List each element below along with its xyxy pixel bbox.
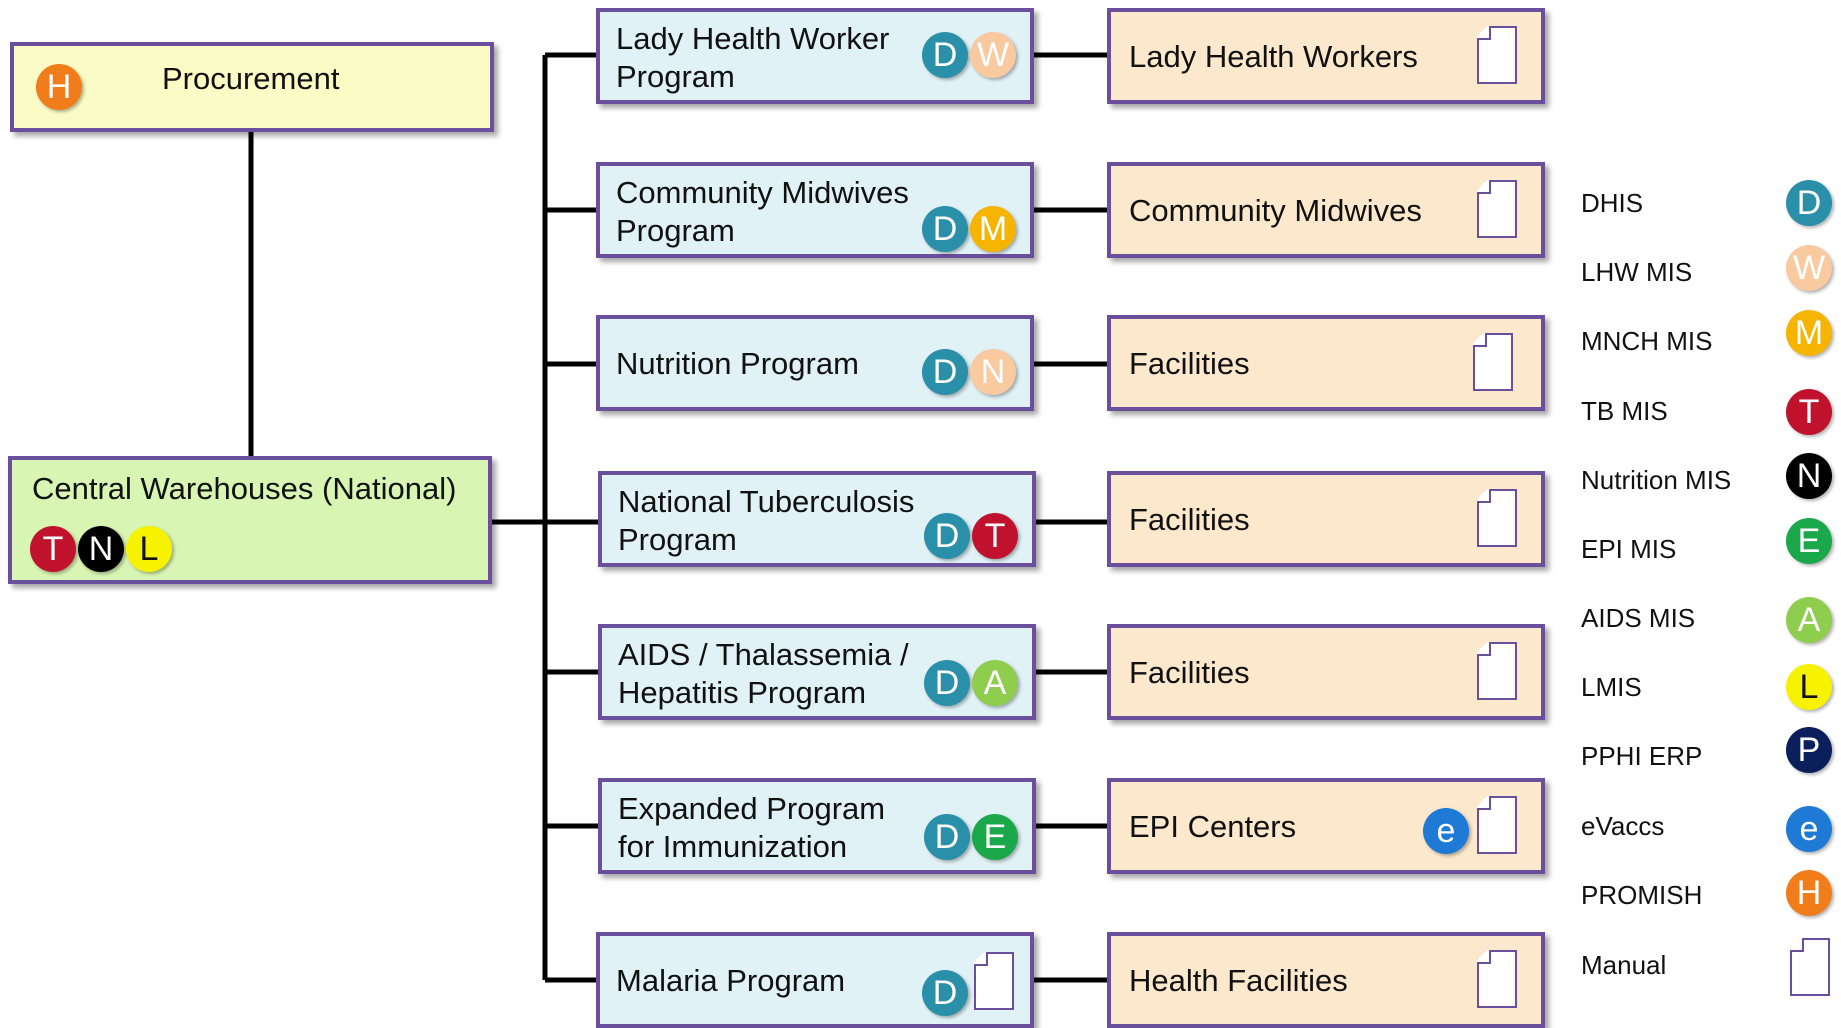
lmis-badge: L (126, 526, 172, 572)
legend-label: EPI MIS (1581, 534, 1677, 564)
manual-document-icon (1477, 950, 1517, 1008)
lmis-legend-badge: L (1786, 664, 1832, 710)
legend-label: LMIS (1581, 672, 1642, 702)
endpoint-box-epi: EPI Centers e (1107, 778, 1545, 874)
endpoint-label: EPI Centers (1129, 809, 1297, 844)
lhw-mis-legend-badge: W (1786, 245, 1832, 291)
manual-document-icon (1477, 642, 1517, 700)
procurement-box: H Procurement (10, 42, 494, 132)
procurement-label: Procurement (162, 61, 340, 96)
endpoint-label: Lady Health Workers (1129, 39, 1418, 74)
program-label: Malaria Program (616, 963, 846, 998)
endpoint-box-aids: Facilities (1107, 624, 1545, 720)
endpoint-box-lhw: Lady Health Workers (1107, 8, 1545, 104)
promish-legend-badge: H (1786, 870, 1832, 916)
program-box-malaria: Malaria Program D (596, 932, 1034, 1028)
dhis-badge: D (922, 206, 968, 252)
legend-label: eVaccs (1581, 811, 1665, 841)
program-box-nutrition: Nutrition Program D N (596, 315, 1034, 411)
manual-document-icon (1477, 796, 1517, 854)
program-label: Community Midwives Program (616, 175, 909, 248)
warehouse-label: Central Warehouses (National) (32, 471, 457, 506)
legend-label: Manual (1581, 950, 1667, 980)
endpoint-label: Facilities (1129, 502, 1250, 537)
legend-label: TB MIS (1581, 396, 1668, 426)
program-box-epi: Expanded Program for Immunization D E (598, 778, 1036, 874)
pphi-erp-legend-badge: P (1786, 727, 1832, 773)
manual-document-icon (974, 952, 1014, 1010)
epi-mis-badge: E (972, 814, 1018, 860)
evaccs-legend-badge: e (1786, 806, 1832, 852)
legend-label: PPHI ERP (1581, 741, 1703, 771)
legend-label: LHW MIS (1581, 257, 1693, 287)
program-label: AIDS / Thalassemia / Hepatitis Program (618, 637, 909, 710)
nutrition-mis-badge: N (970, 349, 1016, 395)
program-label: Lady Health Worker Program (616, 21, 890, 94)
promish-badge: H (36, 64, 82, 110)
legend-label: Nutrition MIS (1581, 465, 1732, 495)
endpoint-label: Facilities (1129, 346, 1250, 381)
endpoint-box-malaria: Health Facilities (1107, 932, 1545, 1028)
endpoint-label: Health Facilities (1129, 963, 1348, 998)
program-box-tb: National Tuberculosis Program D T (598, 471, 1036, 567)
program-box-lhw: Lady Health Worker Program D W (596, 8, 1034, 104)
legend-label: DHIS (1581, 188, 1644, 218)
program-box-aids: AIDS / Thalassemia / Hepatitis Program D… (598, 624, 1036, 720)
mnch-mis-legend-badge: M (1786, 310, 1832, 356)
dhis-badge: D (922, 32, 968, 78)
dhis-badge: D (924, 513, 970, 559)
tb-mis-badge: T (972, 513, 1018, 559)
dhis-badge: D (924, 660, 970, 706)
endpoint-label: Facilities (1129, 655, 1250, 690)
tb-mis-badge: T (30, 526, 76, 572)
legend-label: AIDS MIS (1581, 603, 1696, 633)
manual-document-icon (1477, 26, 1517, 84)
manual-legend-document-icon (1790, 938, 1830, 996)
aids-mis-legend-badge: A (1786, 597, 1832, 643)
dhis-badge: D (922, 349, 968, 395)
program-label: Expanded Program for Immunization (618, 791, 886, 864)
nutrition-mis-legend-badge: N (1786, 453, 1832, 499)
warehouse-box: Central Warehouses (National) T N L (8, 456, 492, 584)
dhis-badge: D (922, 970, 968, 1016)
evaccs-badge: e (1423, 808, 1469, 854)
aids-mis-badge: A (972, 660, 1018, 706)
endpoint-box-tb: Facilities (1107, 471, 1545, 567)
manual-document-icon (1477, 180, 1517, 238)
tb-mis-legend-badge: T (1786, 389, 1832, 435)
lhw-mis-badge: W (970, 32, 1016, 78)
legend-label: PROMISH (1581, 880, 1703, 910)
epi-mis-legend-badge: E (1786, 518, 1832, 564)
program-box-cmw: Community Midwives Program D M (596, 162, 1034, 258)
program-label: National Tuberculosis Program (618, 484, 915, 557)
manual-document-icon (1473, 333, 1513, 391)
program-label: Nutrition Program (616, 346, 859, 381)
endpoint-box-nutrition: Facilities (1107, 315, 1545, 411)
manual-document-icon (1477, 489, 1517, 547)
dhis-legend-badge: D (1786, 180, 1832, 226)
mnch-mis-badge: M (970, 206, 1016, 252)
endpoint-box-cmw: Community Midwives (1107, 162, 1545, 258)
legend-label: MNCH MIS (1581, 326, 1713, 356)
endpoint-label: Community Midwives (1129, 193, 1422, 228)
dhis-badge: D (924, 814, 970, 860)
nutrition-mis-badge: N (78, 526, 124, 572)
